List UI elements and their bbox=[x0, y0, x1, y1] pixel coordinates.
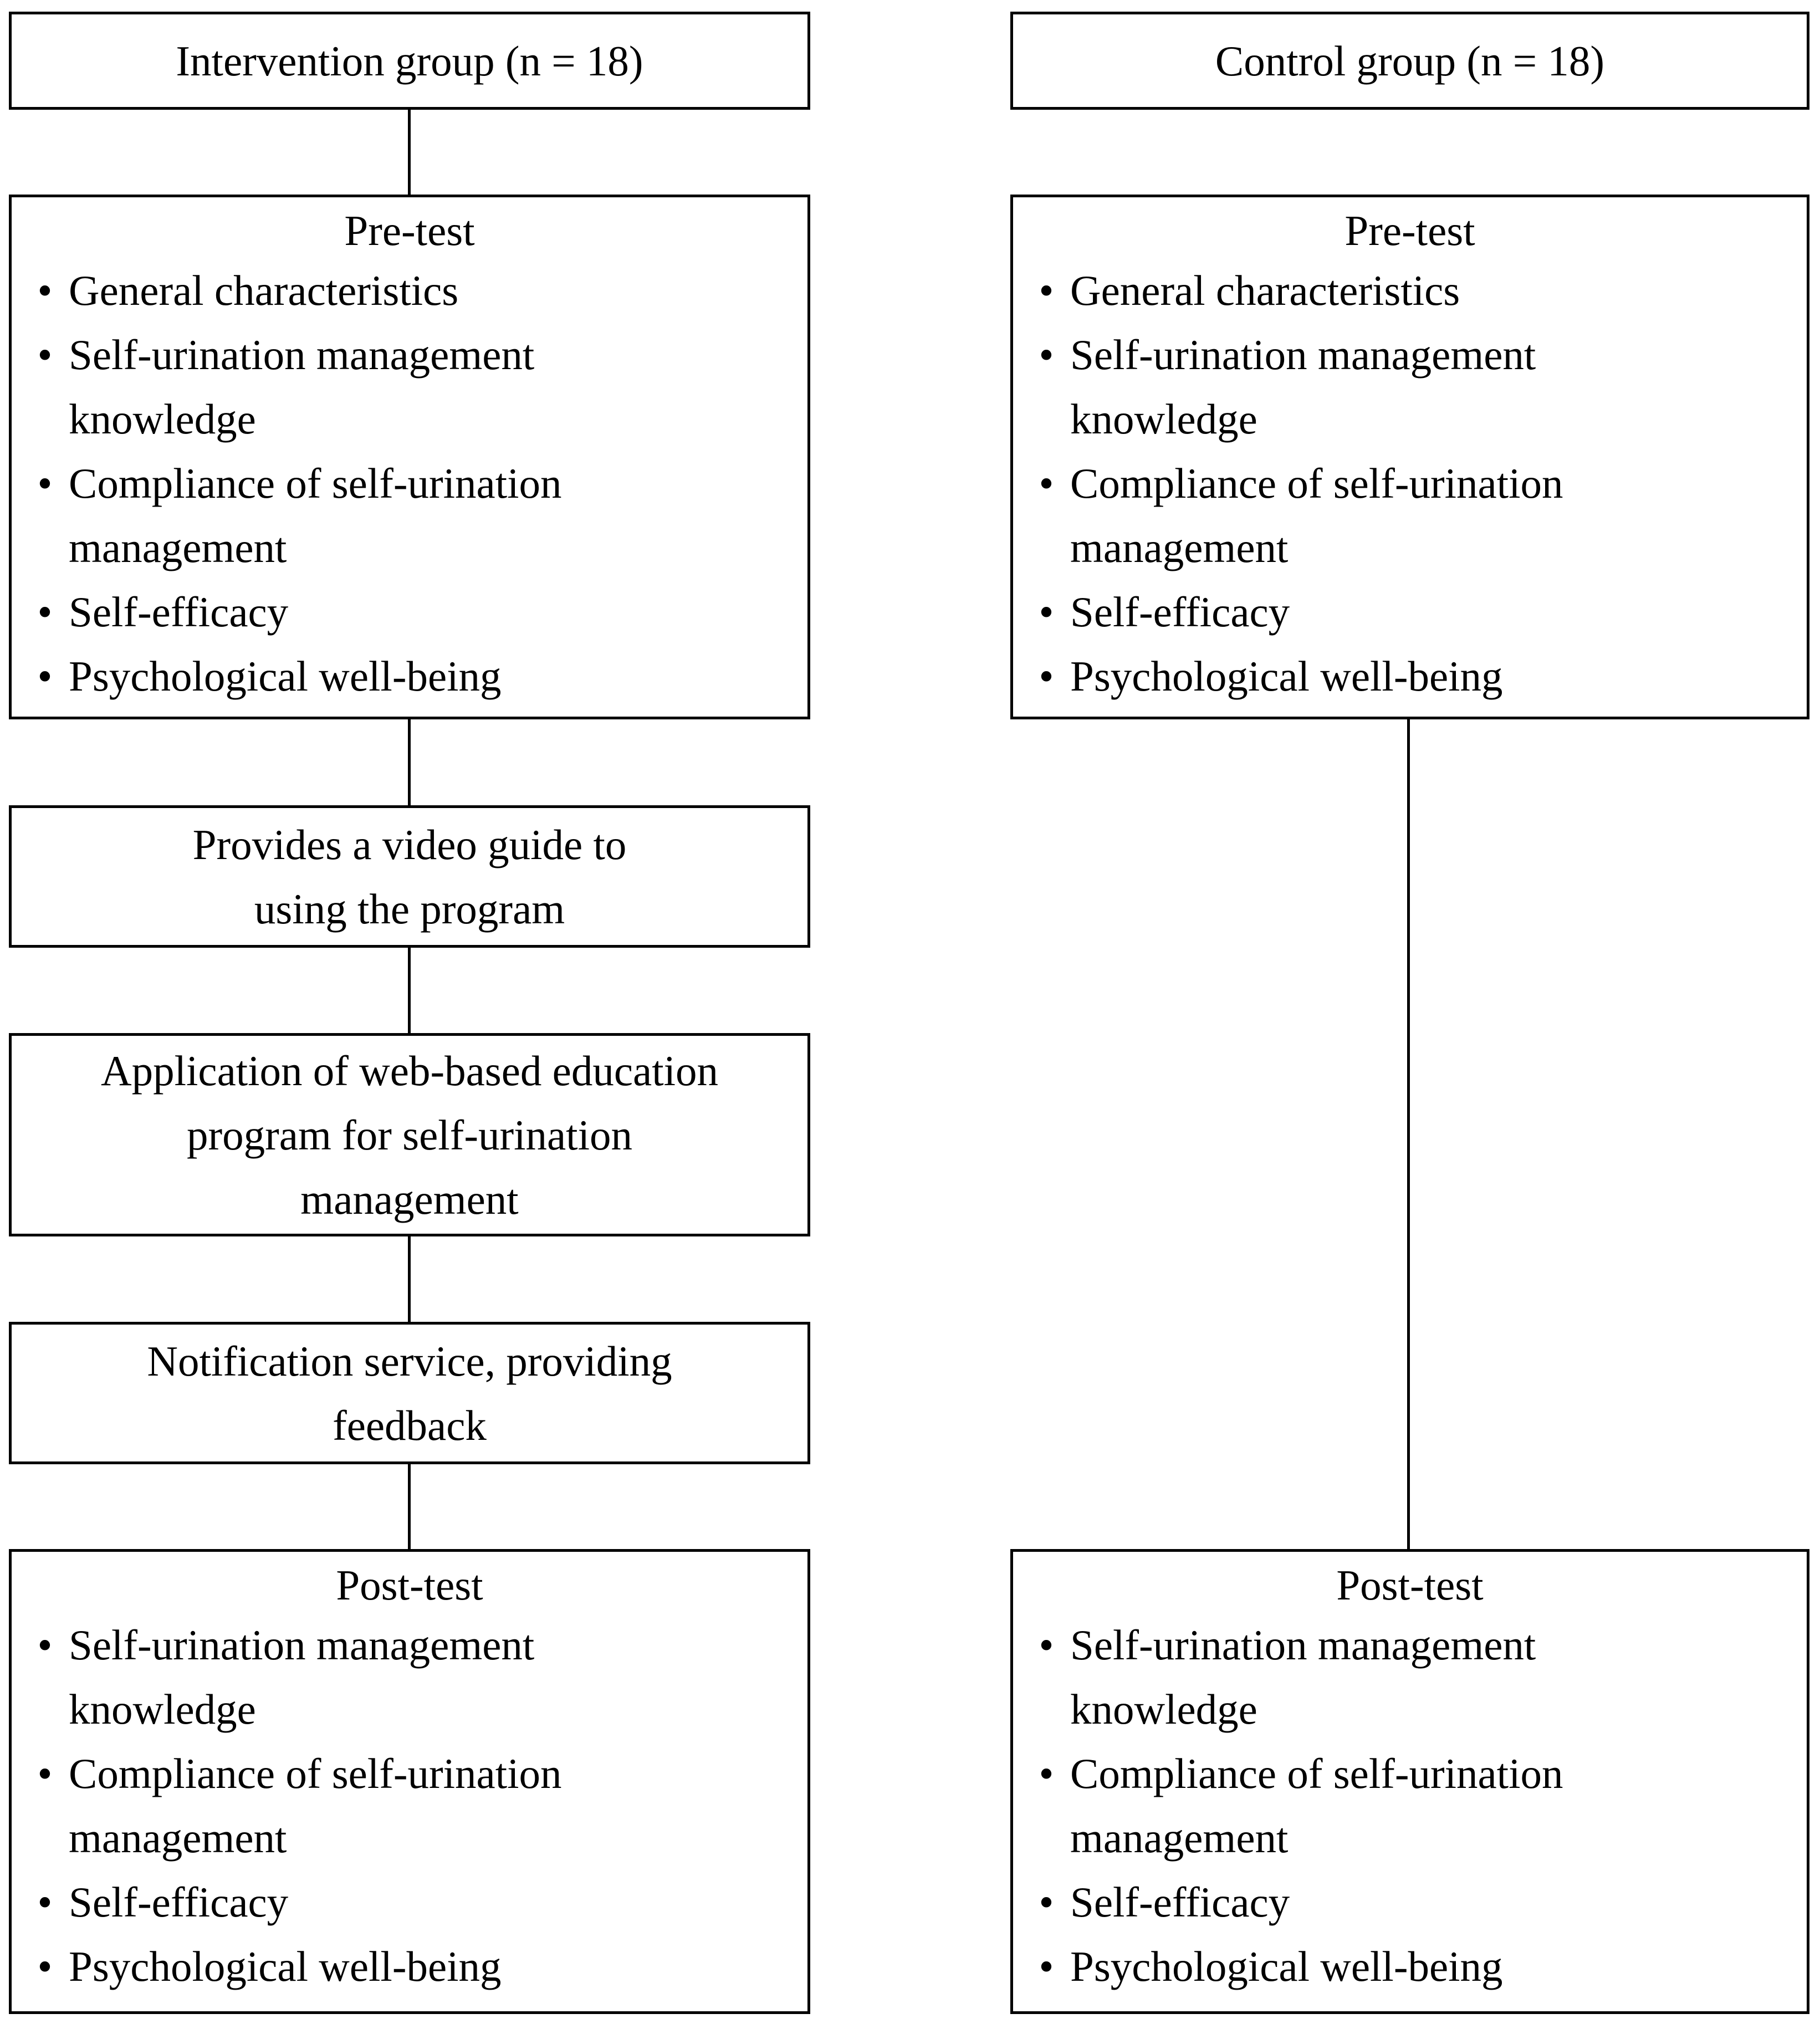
intervention-group-label: Intervention group (n = 18) bbox=[176, 37, 643, 85]
bullet-icon: • bbox=[1039, 459, 1054, 507]
list-item: •General characteristics bbox=[1035, 258, 1807, 323]
list-item: •Psychological well-being bbox=[1035, 644, 1807, 708]
control-group-label: Control group (n = 18) bbox=[1215, 37, 1605, 85]
bullet-icon: • bbox=[37, 459, 53, 507]
bullet-icon: • bbox=[1039, 652, 1054, 700]
control-pretest-title: Pre-test bbox=[1344, 207, 1475, 254]
connector-intervention-pretest-video bbox=[408, 717, 411, 806]
control-pretest-list: •General characteristics •Self-urination… bbox=[1013, 258, 1807, 708]
bullet-icon: • bbox=[37, 267, 53, 314]
video-guide-line-1: Provides a video guide to bbox=[192, 820, 627, 868]
bullet-icon: • bbox=[1039, 1878, 1054, 1926]
list-item: •Self-efficacy bbox=[34, 1870, 807, 1934]
education-program-line-3: management bbox=[300, 1175, 519, 1223]
connector-intervention-header-pretest bbox=[408, 107, 411, 196]
list-item: •Self-urination management knowledge bbox=[34, 1613, 807, 1741]
list-item: •Compliance of self-urination management bbox=[1035, 1741, 1807, 1870]
video-guide-line-2: using the program bbox=[254, 885, 565, 933]
bullet-icon: • bbox=[1039, 588, 1054, 636]
notification-line-1: Notification service, providing bbox=[147, 1337, 672, 1385]
list-item: •Compliance of self-urination management bbox=[1035, 451, 1807, 580]
education-program-line-2: program for self-urination bbox=[187, 1111, 632, 1159]
list-item: •Self-urination management knowledge bbox=[1035, 1613, 1807, 1741]
intervention-posttest-list: •Self-urination management knowledge •Co… bbox=[12, 1613, 807, 1999]
education-program-line-1: Application of web-based education bbox=[101, 1046, 718, 1095]
bullet-icon: • bbox=[1039, 1750, 1054, 1797]
bullet-icon: • bbox=[37, 588, 53, 636]
bullet-icon: • bbox=[37, 1878, 53, 1926]
list-item: •Self-efficacy bbox=[1035, 1870, 1807, 1934]
intervention-posttest-title: Post-test bbox=[336, 1561, 483, 1609]
education-program-box: Application of web-based education progr… bbox=[9, 1033, 810, 1236]
bullet-icon: • bbox=[1039, 267, 1054, 314]
connector-intervention-video-application bbox=[408, 945, 411, 1034]
intervention-pretest-box: Pre-test •General characteristics •Self-… bbox=[9, 195, 810, 719]
bullet-icon: • bbox=[37, 1621, 53, 1669]
intervention-group-box: Intervention group (n = 18) bbox=[9, 12, 810, 110]
connector-intervention-application-notification bbox=[408, 1234, 411, 1323]
control-group-box: Control group (n = 18) bbox=[1010, 12, 1809, 110]
intervention-pretest-title: Pre-test bbox=[344, 207, 475, 254]
list-item: •General characteristics bbox=[34, 258, 807, 323]
list-item: •Self-efficacy bbox=[34, 580, 807, 644]
control-posttest-title: Post-test bbox=[1336, 1561, 1484, 1609]
bullet-icon: • bbox=[37, 652, 53, 700]
bullet-icon: • bbox=[1039, 1621, 1054, 1669]
bullet-icon: • bbox=[1039, 331, 1054, 379]
notification-line-2: feedback bbox=[333, 1401, 487, 1449]
list-item: •Compliance of self-urination management bbox=[34, 451, 807, 580]
intervention-posttest-box: Post-test •Self-urination management kno… bbox=[9, 1549, 810, 2014]
connector-control-pretest-posttest bbox=[1407, 717, 1410, 1550]
list-item: •Psychological well-being bbox=[34, 1934, 807, 1999]
notification-box: Notification service, providing feedback bbox=[9, 1322, 810, 1464]
intervention-pretest-list: •General characteristics •Self-urination… bbox=[12, 258, 807, 708]
list-item: •Compliance of self-urination management bbox=[34, 1741, 807, 1870]
list-item: •Psychological well-being bbox=[34, 644, 807, 708]
bullet-icon: • bbox=[37, 331, 53, 379]
bullet-icon: • bbox=[1039, 1943, 1054, 1990]
control-posttest-list: •Self-urination management knowledge •Co… bbox=[1013, 1613, 1807, 1999]
bullet-icon: • bbox=[37, 1750, 53, 1797]
bullet-icon: • bbox=[37, 1943, 53, 1990]
control-posttest-box: Post-test •Self-urination management kno… bbox=[1010, 1549, 1809, 2014]
list-item: •Self-efficacy bbox=[1035, 580, 1807, 644]
connector-intervention-notification-posttest bbox=[408, 1461, 411, 1550]
video-guide-box: Provides a video guide to using the prog… bbox=[9, 805, 810, 948]
list-item: •Self-urination management knowledge bbox=[34, 323, 807, 451]
control-pretest-box: Pre-test •General characteristics •Self-… bbox=[1010, 195, 1809, 719]
list-item: •Psychological well-being bbox=[1035, 1934, 1807, 1999]
list-item: •Self-urination management knowledge bbox=[1035, 323, 1807, 451]
